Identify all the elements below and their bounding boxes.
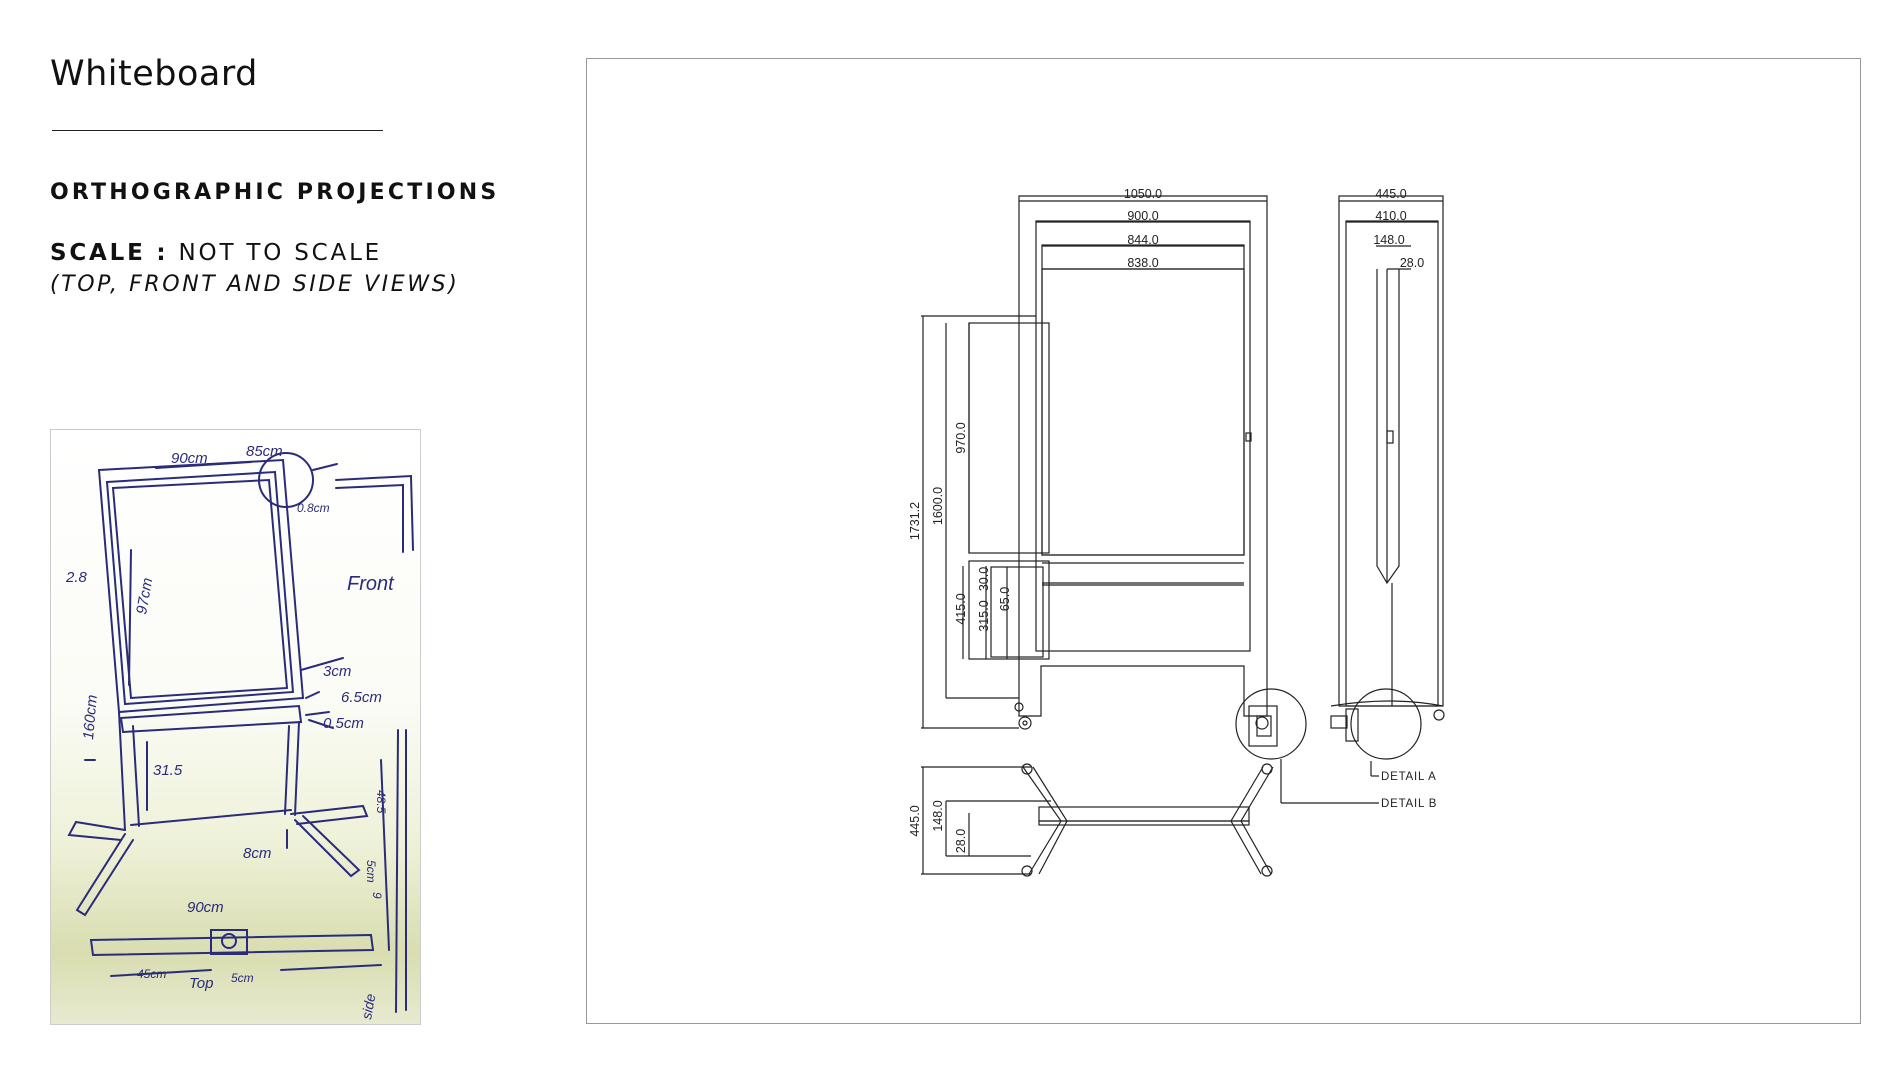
- hand-sketch-drawing: 90cm 85cm 2.8 0.8cm 97cm Front 160cm 3cm…: [65, 443, 414, 1021]
- sketch-label-0-8cm: 0.8cm: [297, 501, 330, 515]
- sketch-label-9: 9: [370, 892, 384, 899]
- sketch-label-85cm: 85cm: [246, 443, 283, 460]
- sketch-label-90cm-top: 90cm: [187, 899, 224, 916]
- sketch-label-90cm: 90cm: [171, 450, 208, 467]
- sketch-label-3cm: 3cm: [323, 663, 351, 680]
- dim-top-148: 148.0: [931, 800, 945, 831]
- hand-sketch-photo: 90cm 85cm 2.8 0.8cm 97cm Front 160cm 3cm…: [50, 429, 421, 1025]
- scale-label: SCALE :: [50, 240, 169, 266]
- dim-side-148: 148.0: [1373, 233, 1404, 247]
- sketch-label-5cm: 5cm: [231, 971, 254, 985]
- dim-top-28: 28.0: [954, 829, 968, 853]
- dim-970: 970.0: [954, 422, 968, 453]
- sketch-label-48-5: 48.5: [374, 790, 388, 814]
- dim-65: 65.0: [998, 587, 1012, 611]
- sketch-label-top: Top: [189, 975, 213, 992]
- sketch-label-6-5cm: 6.5cm: [341, 689, 382, 706]
- views-note: (TOP, FRONT AND SIDE VIEWS): [50, 272, 460, 297]
- sketch-label-160cm: 160cm: [80, 694, 101, 740]
- dim-1600: 1600.0: [931, 487, 945, 525]
- section-subtitle: ORTHOGRAPHIC PROJECTIONS: [50, 180, 500, 205]
- dim-315: 315.0: [977, 600, 991, 631]
- dim-1050: 1050.0: [1124, 187, 1162, 201]
- side-outer-frame: [1338, 195, 1444, 707]
- sketch-label-2-8: 2.8: [65, 569, 88, 586]
- sketch-label-8cm: 8cm: [243, 845, 271, 862]
- dim-1731: 1731.2: [908, 502, 922, 540]
- orthographic-drawing: 1050.0 900.0 844.0 838.0 1731.2 1600.0 9…: [908, 187, 1445, 877]
- dim-top-445: 445.0: [908, 805, 922, 836]
- sketch-label-front: Front: [347, 573, 395, 595]
- detail-a-label: DETAIL A: [1381, 771, 1437, 783]
- dim-844: 844.0: [1127, 233, 1158, 247]
- title-underline: [52, 130, 383, 131]
- page-title: Whiteboard: [50, 54, 258, 94]
- sketch-label-0-5cm: 0.5cm: [323, 715, 364, 732]
- dim-900: 900.0: [1127, 209, 1158, 223]
- scale-line: SCALE : NOT TO SCALE: [50, 240, 382, 266]
- front-outer-frame: [1018, 195, 1268, 717]
- sketch-label-side-5cm: 5cm: [364, 860, 378, 883]
- dim-side-28: 28.0: [1400, 256, 1424, 270]
- board-outline: [1041, 244, 1245, 556]
- sketch-label-45cm: 45cm: [137, 967, 166, 981]
- dim-side-410: 410.0: [1375, 209, 1406, 223]
- sketch-label-97cm: 97cm: [133, 577, 156, 616]
- dim-415: 415.0: [954, 593, 968, 624]
- dim-30: 30.0: [977, 567, 991, 591]
- detail-b-label: DETAIL B: [1381, 798, 1437, 810]
- dim-838: 838.0: [1127, 256, 1158, 270]
- technical-drawing-frame: 1050.0 900.0 844.0 838.0 1731.2 1600.0 9…: [586, 58, 1861, 1024]
- scale-value: NOT TO SCALE: [178, 240, 383, 266]
- dim-side-445: 445.0: [1375, 187, 1406, 201]
- sketch-label-31-5: 31.5: [153, 762, 183, 779]
- sketch-label-side: side: [358, 992, 378, 1020]
